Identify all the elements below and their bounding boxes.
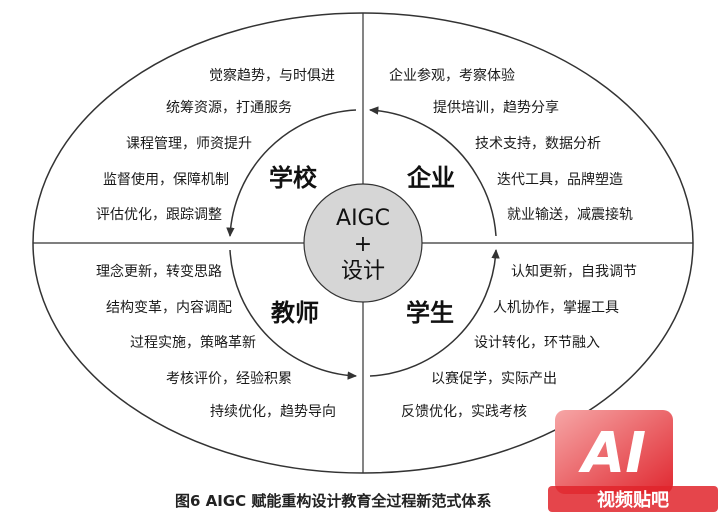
arrow-right [369,248,500,377]
center-label-aigc: AIGC [336,206,390,231]
arrow-top-left [226,109,357,238]
arrow-top [368,106,478,177]
teacher-item-5: 持续优化，趋势导向 [210,403,336,420]
quadrant-label-school: 学校 [269,164,318,192]
student-items: 认知更新，自我调节 人机协作，掌握工具 设计转化，环节融入 以赛促学，实际产出 … [401,263,637,420]
enterprise-item-3: 技术支持，数据分析 [475,136,601,152]
enterprise-item-4: 迭代工具，品牌塑造 [497,171,623,188]
teacher-item-4: 考核评价，经验积累 [166,371,292,387]
teacher-item-3: 过程实施，策略革新 [130,334,256,351]
school-item-5: 评估优化，跟踪调整 [96,207,222,223]
student-item-3: 设计转化，环节融入 [474,335,600,351]
arrow-bottom-left [229,249,358,380]
school-item-1: 觉察趋势，与时俱进 [209,67,335,84]
watermark-site-text: 视频贴吧 [597,489,669,511]
inner-cycle [226,106,500,380]
teacher-item-1: 理念更新，转变思路 [96,263,222,280]
student-item-1: 认知更新，自我调节 [511,263,637,280]
teacher-items: 理念更新，转变思路 结构变革，内容调配 过程实施，策略革新 考核评价，经验积累 … [96,263,336,420]
teacher-item-2: 结构变革，内容调配 [106,299,232,316]
enterprise-item-5: 就业输送，减震接轨 [507,206,633,223]
school-items: 觉察趋势，与时俱进 统筹资源，打通服务 课程管理，师资提升 监督使用，保障机制 … [96,67,335,223]
center-label-design: 设计 [341,259,385,284]
watermark-logo-text: AI [578,421,646,486]
watermark-logo: AI 视频贴吧 [548,410,718,512]
school-item-3: 课程管理，师资提升 [126,136,252,152]
student-item-5: 反馈优化，实践考核 [401,404,527,420]
enterprise-item-2: 提供培训，趋势分享 [433,99,559,116]
quadrant-label-student: 学生 [406,299,454,327]
student-item-2: 人机协作，掌握工具 [493,300,619,316]
school-item-2: 统筹资源，打通服务 [166,99,292,116]
figure-caption: 图6 AIGC 赋能重构设计教育全过程新范式体系 [175,492,491,510]
school-item-4: 监督使用，保障机制 [103,171,229,188]
center-circle [303,183,423,303]
enterprise-items: 企业参观，考察体验 提供培训，趋势分享 技术支持，数据分析 迭代工具，品牌塑造 … [389,67,633,223]
enterprise-item-1: 企业参观，考察体验 [389,67,515,84]
student-item-4: 以赛促学，实际产出 [431,371,557,387]
quadrant-label-teacher: 教师 [271,299,319,327]
quadrant-label-enterprise: 企业 [407,164,455,192]
center-label-plus: + [354,232,372,257]
